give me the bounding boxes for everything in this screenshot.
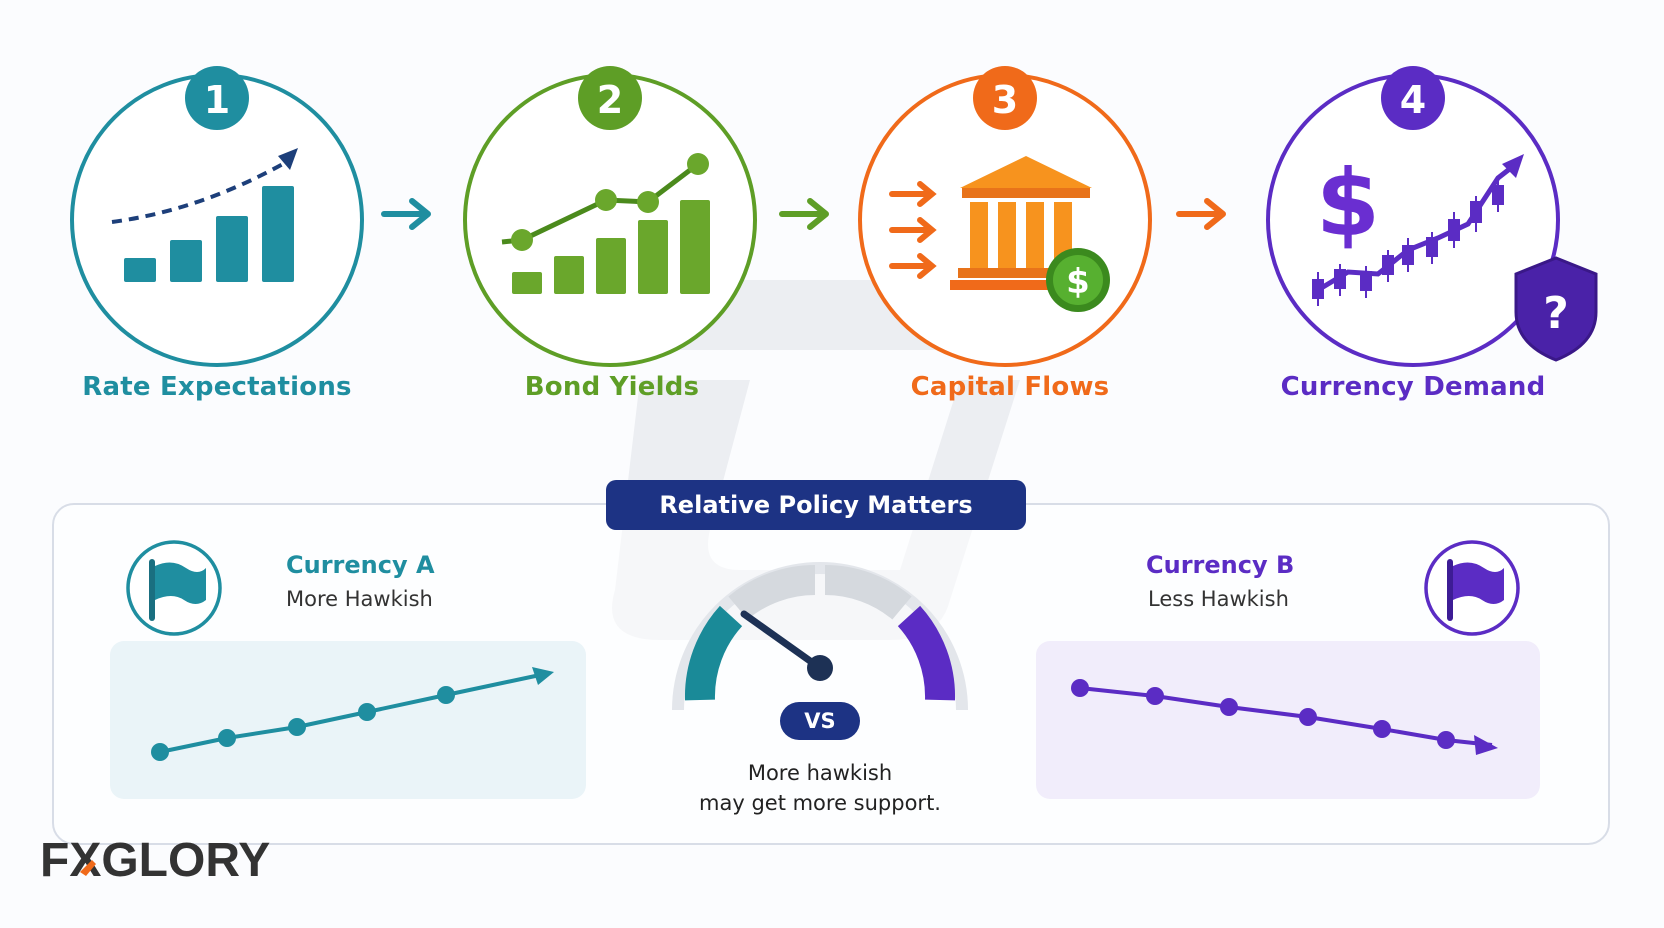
currency-a-trend-box bbox=[110, 641, 586, 799]
gauge-caption: More hawkish may get more support. bbox=[650, 758, 990, 818]
vs-badge: VS bbox=[804, 709, 836, 733]
currency-a-stance: More Hawkish bbox=[286, 587, 433, 611]
currency-b-name: Currency B bbox=[1146, 551, 1295, 579]
step-label: Capital Flows bbox=[910, 372, 1110, 402]
step-number: 2 bbox=[596, 78, 624, 122]
arrow-right-icon bbox=[381, 198, 431, 230]
currency-b-trend-box bbox=[1036, 641, 1540, 799]
step-number: 1 bbox=[203, 78, 231, 122]
step-capital-flows: $ 3 Capital Flows bbox=[850, 60, 1190, 420]
svg-text:$: $ bbox=[1316, 150, 1380, 257]
rising-bar-chart-icon bbox=[70, 66, 364, 367]
trend-up-line bbox=[151, 667, 554, 761]
dollar-candlestick-with-question-shield-icon: $ ? bbox=[1266, 66, 1598, 367]
step-label: Currency Demand bbox=[1280, 372, 1546, 402]
svg-text:$: $ bbox=[1066, 262, 1090, 302]
step-label: Bond Yields bbox=[524, 372, 700, 402]
step-label: Rate Expectations bbox=[82, 372, 352, 402]
caption-line-1: More hawkish bbox=[747, 761, 893, 785]
arrow-right-icon bbox=[779, 198, 829, 230]
bank-with-dollar-coin-icon: $ bbox=[858, 66, 1152, 367]
flag-icon bbox=[1424, 540, 1520, 636]
flag-icon bbox=[126, 540, 222, 636]
panel-title: Relative Policy Matters bbox=[606, 480, 1026, 530]
gauge-icon bbox=[672, 562, 968, 740]
step-currency-demand: $ ? 4 Currency Demand bbox=[1248, 60, 1598, 420]
arrow-right-icon bbox=[1176, 198, 1226, 230]
step-number: 4 bbox=[1399, 78, 1427, 122]
bar-and-line-chart-icon bbox=[463, 66, 757, 367]
caption-line-2: may get more support. bbox=[699, 791, 941, 815]
logo-text: FXGLORY bbox=[40, 834, 270, 886]
currency-a-name: Currency A bbox=[286, 551, 435, 579]
currency-b-stance: Less Hawkish bbox=[1148, 587, 1289, 611]
step-number: 3 bbox=[991, 78, 1019, 122]
step-bond-yields: 2 Bond Yields bbox=[450, 60, 790, 420]
trend-down-line bbox=[1071, 679, 1498, 755]
step-rate-expectations: 1 Rate Expectations bbox=[52, 60, 392, 420]
fxglory-logo: FXGLORY bbox=[40, 834, 270, 886]
svg-text:?: ? bbox=[1543, 288, 1569, 339]
